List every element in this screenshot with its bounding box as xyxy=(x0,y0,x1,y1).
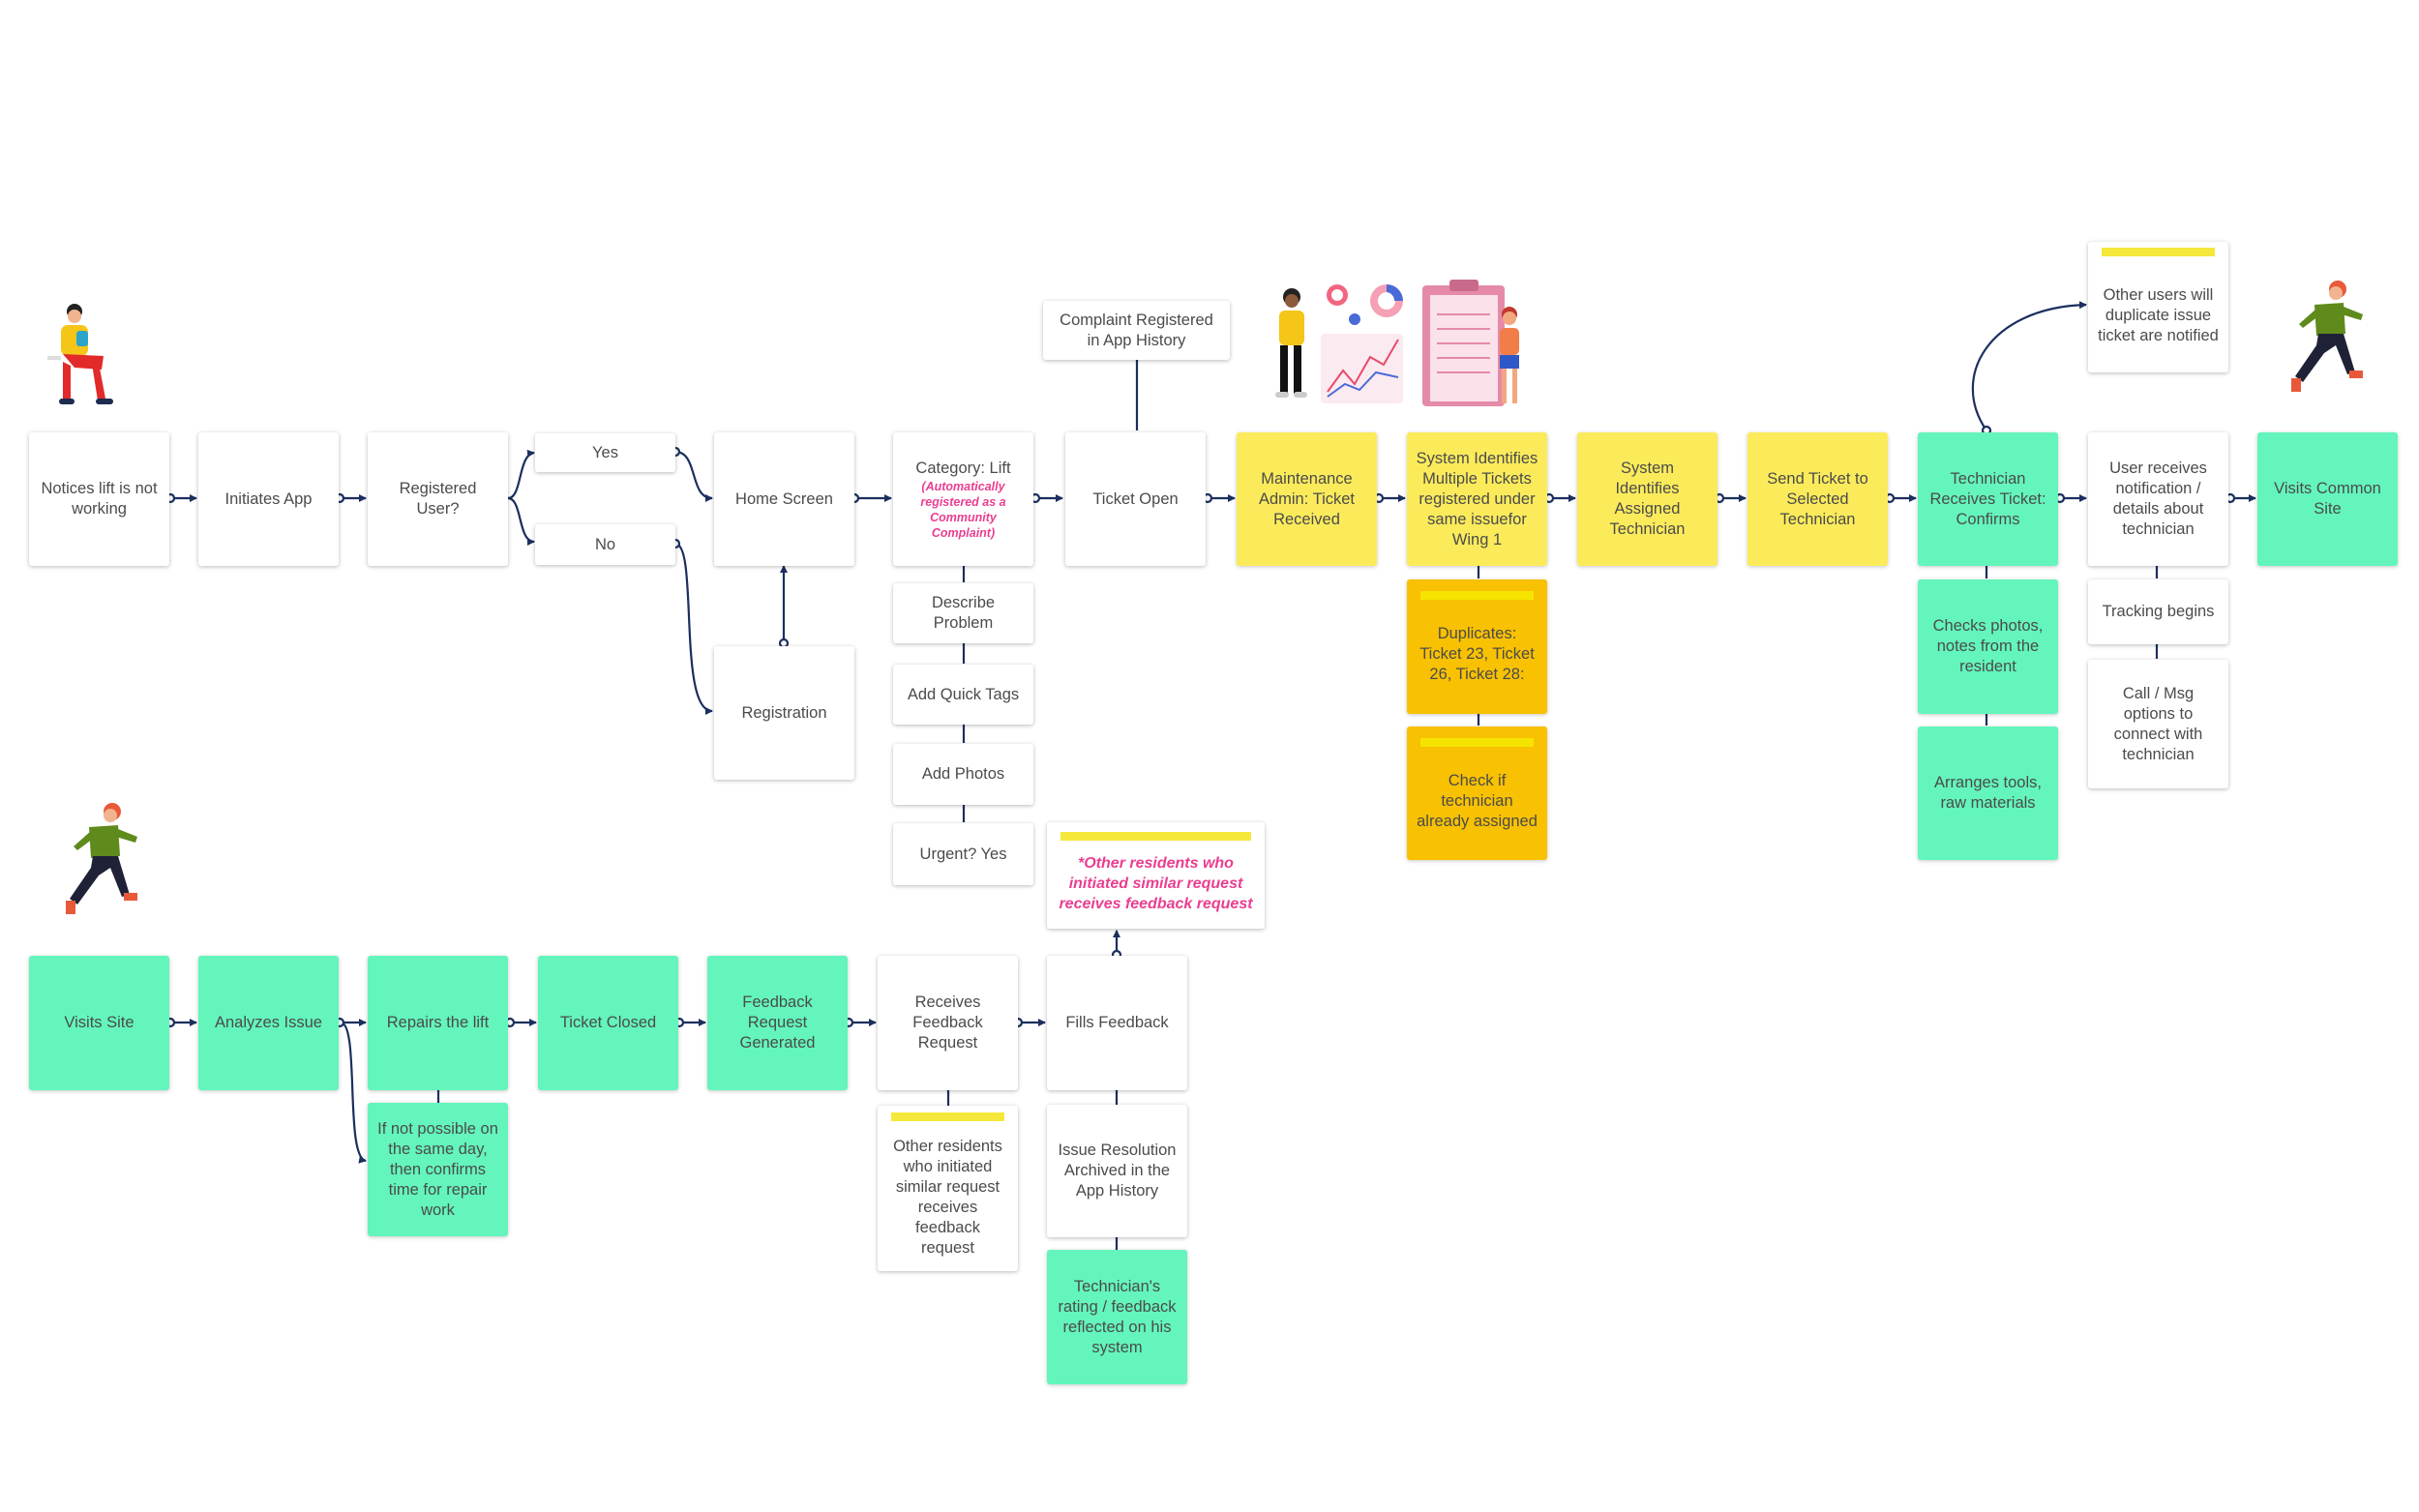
step-visits-common-site[interactable]: Visits Common Site xyxy=(2257,432,2398,566)
note-complaint-registered[interactable]: Complaint Registered in App History xyxy=(1043,301,1230,360)
step-feedback-generated-label: Feedback Request Generated xyxy=(739,993,816,1052)
step-checks-photos-label: Checks photos, notes from the resident xyxy=(1932,617,2044,675)
note-complaint-registered-label: Complaint Registered in App History xyxy=(1060,311,1213,349)
step-add-quick-tags[interactable]: Add Quick Tags xyxy=(893,665,1033,725)
step-technician-rating-label: Technician's rating / feedback reflected… xyxy=(1058,1277,1177,1356)
note-not-possible-label: If not possible on the same day, then co… xyxy=(377,1119,498,1219)
branch-yes-label: Yes xyxy=(592,443,618,461)
step-ticket-open[interactable]: Ticket Open xyxy=(1065,432,1206,566)
step-issue-archived[interactable]: Issue Resolution Archived in the App His… xyxy=(1047,1105,1187,1237)
step-repairs-lift-label: Repairs the lift xyxy=(386,1014,490,1031)
highlight-bar xyxy=(1420,591,1534,600)
note-other-users[interactable]: Other users will duplicate issue ticket … xyxy=(2088,242,2228,372)
step-urgent-label: Urgent? Yes xyxy=(919,845,1007,863)
step-fills-feedback-label: Fills Feedback xyxy=(1065,1014,1169,1031)
arrow-analyzes-notpossible xyxy=(340,1021,367,1164)
step-issue-archived-label: Issue Resolution Archived in the App His… xyxy=(1058,1141,1177,1200)
step-call-msg[interactable]: Call / Msg options to connect with techn… xyxy=(2088,660,2228,788)
note-duplicates-label: Duplicates: Ticket 23, Ticket 26, Ticket… xyxy=(1419,625,1535,683)
step-initiates-app[interactable]: Initiates App xyxy=(198,432,339,566)
step-fills-feedback[interactable]: Fills Feedback xyxy=(1047,956,1187,1090)
step-registered-user[interactable]: Registered User? xyxy=(368,432,508,566)
step-category-lift[interactable]: Category: Lift (Automatically registered… xyxy=(893,432,1033,566)
step-repairs-lift[interactable]: Repairs the lift xyxy=(368,956,508,1090)
step-add-photos[interactable]: Add Photos xyxy=(893,744,1033,805)
person-running-icon xyxy=(2291,281,2363,392)
highlight-bar xyxy=(1420,738,1534,747)
highlight-bar xyxy=(1060,832,1251,841)
step-user-receives-label: User receives notification / details abo… xyxy=(2109,460,2207,538)
step-system-multiple[interactable]: System Identifies Multiple Tickets regis… xyxy=(1407,432,1547,566)
step-home-screen[interactable]: Home Screen xyxy=(714,432,854,566)
step-initiates-app-label: Initiates App xyxy=(224,489,313,508)
step-tracking-label: Tracking begins xyxy=(2102,603,2215,620)
step-notices-lift-label: Notices lift is not working xyxy=(41,480,158,518)
step-visits-site-label: Visits Site xyxy=(64,1014,134,1031)
branch-yes[interactable]: Yes xyxy=(535,433,675,472)
arrow-technician-otherusers xyxy=(1971,301,2087,431)
branch-no[interactable]: No xyxy=(535,524,675,565)
arrow-no-registration xyxy=(674,542,713,715)
note-other-residents-label: Other residents who initiated similar re… xyxy=(893,1137,1002,1257)
highlight-bar xyxy=(891,1112,1004,1121)
arrow-yes-home xyxy=(674,450,713,502)
step-system-multiple-label: System Identifies Multiple Tickets regis… xyxy=(1416,449,1538,548)
step-arranges-tools-label: Arranges tools, raw materials xyxy=(1934,774,2042,812)
step-system-assigned[interactable]: System Identifies Assigned Technician xyxy=(1577,432,1717,566)
step-receives-feedback[interactable]: Receives Feedback Request xyxy=(878,956,1018,1090)
note-check-technician[interactable]: Check if technician already assigned xyxy=(1407,726,1547,860)
step-add-quick-tags-label: Add Quick Tags xyxy=(907,685,1020,703)
step-registration[interactable]: Registration xyxy=(714,646,854,780)
person-sitting-icon xyxy=(47,304,113,404)
step-technician-receives-label: Technician Receives Ticket: Confirms xyxy=(1929,469,2046,528)
step-send-ticket[interactable]: Send Ticket to Selected Technician xyxy=(1747,432,1888,566)
step-maintenance-admin[interactable]: Maintenance Admin: Ticket Received xyxy=(1237,432,1377,566)
step-technician-rating[interactable]: Technician's rating / feedback reflected… xyxy=(1047,1250,1187,1384)
step-system-assigned-label: System Identifies Assigned Technician xyxy=(1609,460,1686,538)
step-call-msg-label: Call / Msg options to connect with techn… xyxy=(2113,684,2203,763)
step-user-receives[interactable]: User receives notification / details abo… xyxy=(2088,432,2228,566)
step-add-photos-label: Add Photos xyxy=(921,765,1005,783)
step-notices-lift[interactable]: Notices lift is not working xyxy=(29,432,169,566)
note-other-residents[interactable]: Other residents who initiated similar re… xyxy=(878,1106,1018,1271)
step-ticket-closed[interactable]: Ticket Closed xyxy=(538,956,678,1090)
category-auto-note: (Automatically registered as a Community… xyxy=(920,479,1006,540)
step-ticket-closed-label: Ticket Closed xyxy=(559,1014,657,1031)
note-duplicates[interactable]: Duplicates: Ticket 23, Ticket 26, Ticket… xyxy=(1407,579,1547,714)
step-maintenance-admin-label: Maintenance Admin: Ticket Received xyxy=(1258,469,1356,528)
note-check-technician-label: Check if technician already assigned xyxy=(1417,771,1538,830)
step-receives-feedback-label: Receives Feedback Request xyxy=(912,993,983,1052)
note-not-possible[interactable]: If not possible on the same day, then co… xyxy=(368,1103,508,1236)
note-other-users-label: Other users will duplicate issue ticket … xyxy=(2098,286,2219,344)
step-send-ticket-label: Send Ticket to Selected Technician xyxy=(1767,469,1868,528)
step-tracking[interactable]: Tracking begins xyxy=(2088,579,2228,644)
step-technician-receives[interactable]: Technician Receives Ticket: Confirms xyxy=(1918,432,2058,566)
step-ticket-open-label: Ticket Open xyxy=(1092,489,1179,508)
step-describe-problem[interactable]: Describe Problem xyxy=(893,583,1033,643)
person-running-icon xyxy=(66,803,137,914)
arrow-registered-yes xyxy=(507,449,535,500)
branch-no-label: No xyxy=(594,535,616,553)
step-describe-problem-label: Describe Problem xyxy=(931,594,996,632)
note-pink-other-residents[interactable]: *Other residents who initiated similar r… xyxy=(1047,822,1265,929)
step-home-screen-label: Home Screen xyxy=(735,489,833,508)
step-registered-user-label: Registered User? xyxy=(399,480,477,518)
step-arranges-tools[interactable]: Arranges tools, raw materials xyxy=(1918,726,2058,860)
step-registration-label: Registration xyxy=(741,703,827,722)
arrow-registered-no xyxy=(507,496,535,546)
step-category-lift-label: Category: Lift xyxy=(915,459,1011,477)
step-checks-photos[interactable]: Checks photos, notes from the resident xyxy=(1918,579,2058,714)
step-visits-common-site-label: Visits Common Site xyxy=(2274,480,2381,518)
step-visits-site[interactable]: Visits Site xyxy=(29,956,169,1090)
step-analyzes-issue-label: Analyzes Issue xyxy=(215,1014,322,1031)
analytics-team-illustration-icon xyxy=(1275,280,1519,406)
step-urgent[interactable]: Urgent? Yes xyxy=(893,823,1033,885)
step-feedback-generated[interactable]: Feedback Request Generated xyxy=(707,956,848,1090)
step-analyzes-issue[interactable]: Analyzes Issue xyxy=(198,956,339,1090)
highlight-bar xyxy=(2102,248,2215,256)
note-pink-other-residents-label: *Other residents who initiated similar r… xyxy=(1059,854,1253,912)
